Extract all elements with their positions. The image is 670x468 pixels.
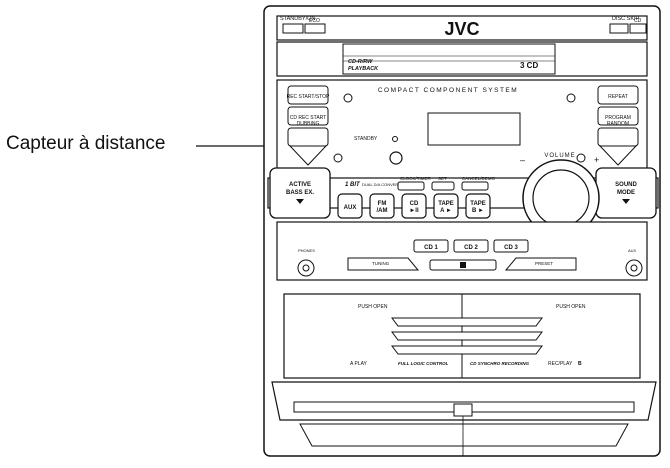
tape-b-label: TAPE [470, 201, 486, 207]
mode-label: MODE [617, 190, 635, 196]
standby-on-label: STANDBY/ON [280, 16, 315, 22]
aux-button-label: AUX [344, 205, 357, 211]
cd3-button[interactable] [493, 239, 529, 253]
cd-label: CD [410, 201, 419, 207]
source-buttons: AUX FM /AM CD ►II TAPE A ► TAPE B ► [337, 193, 491, 219]
base-foot [299, 423, 629, 447]
push-open-left-label: PUSH OPEN [358, 304, 388, 310]
one-bit-sub-label: DUAL D/A CONVERTER [362, 182, 406, 187]
one-bit-label: 1 BIT [345, 182, 361, 188]
standby-indicator-icon [392, 136, 398, 142]
eco-label: ECO [309, 18, 320, 24]
cd2-button[interactable] [453, 239, 489, 253]
cd-rec-start-button[interactable] [287, 106, 329, 126]
cd-tray-door [342, 43, 556, 75]
repeat-button[interactable] [597, 85, 639, 105]
program-label: PROGRAM [605, 115, 631, 121]
cd1-button[interactable] [413, 239, 449, 253]
sound-label: SOUND [615, 182, 637, 188]
three-cd-label: 3 CD [520, 61, 538, 70]
full-logic-label: FULL LOGIC CONTROL [398, 361, 449, 366]
disc-skip-button[interactable] [609, 23, 629, 34]
phones-label: PHONES [298, 248, 315, 253]
deck-b-mark: B [578, 361, 582, 367]
set-button[interactable] [431, 181, 455, 191]
dubbing-label: DUBBING [297, 121, 320, 127]
screw-icon [566, 93, 576, 103]
push-open-right-label: PUSH OPEN [556, 304, 586, 310]
brand-logo-bg [437, 18, 487, 38]
chevron-down-icon [622, 199, 630, 204]
tuning-label: TUNING [372, 261, 390, 266]
display-window [427, 112, 521, 146]
am-label: /AM [377, 208, 388, 214]
chevron-down-icon [296, 199, 304, 204]
tape-a-label: TAPE [438, 201, 454, 207]
clock-timer-label: CLOCK/TIMER [400, 176, 432, 181]
right-taper [598, 145, 638, 166]
eco-button[interactable] [304, 23, 326, 34]
screw-icon [576, 153, 586, 163]
deck-a-play-label: A PLAY [350, 361, 368, 367]
deck-slot [391, 317, 543, 327]
standby-label: STANDBY [354, 136, 378, 142]
volume-knob[interactable] [532, 169, 590, 227]
cd-open-label: CD [634, 18, 642, 24]
preset-label: PRESET [535, 261, 553, 266]
cd1-label: CD 1 [424, 245, 438, 251]
cd-play-pause-button[interactable] [401, 193, 427, 219]
random-button[interactable] [597, 127, 639, 147]
repeat-label: REPEAT [608, 94, 628, 100]
aux-jack-label: AUX [628, 248, 637, 253]
cdrw-label: CD-R/RW [348, 59, 373, 65]
active-bass-ex-button[interactable] [269, 167, 331, 219]
clock-timer-button[interactable] [397, 181, 425, 191]
tape-b-button[interactable] [465, 193, 491, 219]
active-bass-label: ACTIVE [289, 182, 311, 188]
deck-slot [391, 331, 543, 341]
stop-icon [460, 262, 466, 268]
system-title: COMPACT COMPONENT SYSTEM [378, 87, 518, 94]
fm-label: FM [378, 201, 387, 207]
aux-button[interactable] [337, 193, 363, 219]
volume-minus-label: – [520, 155, 525, 165]
tape-a-button[interactable] [433, 193, 459, 219]
remote-sensor-callout-label: Capteur à distance [6, 133, 166, 154]
tape-a-play-icon: A ► [440, 208, 452, 214]
random-label: RANDOM [607, 121, 629, 127]
cancel-demo-button[interactable] [461, 181, 489, 191]
rec-start-stop-label: REC START/STOP [287, 94, 330, 100]
left-taper [288, 145, 328, 166]
deck-b-recplay-label: REC/PLAY [548, 361, 573, 367]
play-pause-icon: ►II [409, 208, 419, 214]
rec-start-stop-button[interactable] [287, 85, 329, 105]
volume-plus-label: + [594, 155, 599, 165]
cd3-label: CD 3 [504, 245, 518, 251]
fm-am-button[interactable] [369, 193, 395, 219]
set-label: SET [438, 176, 447, 181]
remote-sensor-icon [389, 151, 403, 165]
cd-rec-start-label: CD REC START [290, 115, 326, 121]
dubbing-button[interactable] [287, 127, 329, 147]
preset-rocker[interactable] [504, 257, 577, 271]
tape-b-play-icon: B ► [472, 208, 484, 214]
cdrw-playback-label: PLAYBACK [348, 66, 379, 72]
screw-icon [333, 153, 343, 163]
cd2-label: CD 2 [464, 245, 478, 251]
cancel-demo-label: CANCEL/DEMO [462, 176, 496, 181]
bass-ex-label: BASS EX. [286, 190, 314, 196]
cd-synchro-label: CD SYNCHRO RECORDING [470, 361, 530, 366]
program-button[interactable] [597, 106, 639, 126]
volume-label: VOLUME [544, 153, 575, 159]
brand-logo: JVC [444, 19, 479, 39]
base-centre-latch [453, 403, 473, 417]
deck-slot [391, 345, 543, 355]
disc-skip-label: DISC SKIP [612, 16, 640, 22]
screw-icon [343, 93, 353, 103]
standby-on-button[interactable] [282, 23, 304, 34]
tuning-rocker[interactable] [347, 257, 420, 271]
cd-open-button[interactable] [629, 23, 647, 34]
